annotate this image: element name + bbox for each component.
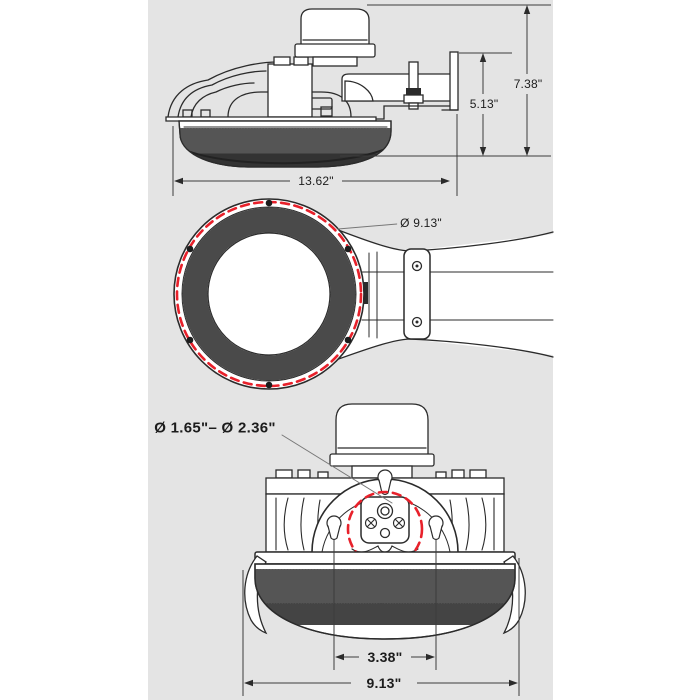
back-width-dimension-label: 9.13" [363, 676, 405, 690]
side-view-drawing [165, 8, 459, 168]
back-view-drawing [244, 403, 526, 640]
diameter-leader-line [337, 223, 398, 230]
mounting-arm-front [332, 227, 554, 362]
hood-side [167, 61, 352, 118]
photocell-back [329, 403, 435, 479]
lens-diameter-dimension-label: Ø 9.13" [397, 217, 445, 229]
width-dimension-label: 13.62" [295, 175, 337, 187]
lens-side [178, 120, 392, 168]
photocell-side [294, 8, 376, 67]
lens-ring-front [173, 198, 365, 390]
mounting-bracket-front [403, 248, 431, 340]
slot-spacing-dimension-label: 3.38" [364, 650, 406, 664]
bracket-height-dimension-label: 5.13" [466, 98, 502, 110]
mounting-arm-side [267, 51, 459, 120]
wall-plate-side [449, 51, 459, 111]
prismatic-ring-texture [182, 207, 356, 381]
plate-screws [364, 516, 406, 530]
overall-height-dimension-label: 7.38" [510, 78, 546, 90]
dimension-arrowheads [174, 5, 531, 687]
knockout-diameter-range-label: Ø 1.65"– Ø 2.36" [151, 420, 279, 436]
front-view-drawing [173, 198, 554, 390]
knockout-leader-line [281, 434, 393, 504]
dimension-annotations [172, 4, 551, 696]
rim-screws [186, 199, 352, 389]
lens-back [244, 551, 526, 640]
keyhole-slots [326, 469, 444, 541]
